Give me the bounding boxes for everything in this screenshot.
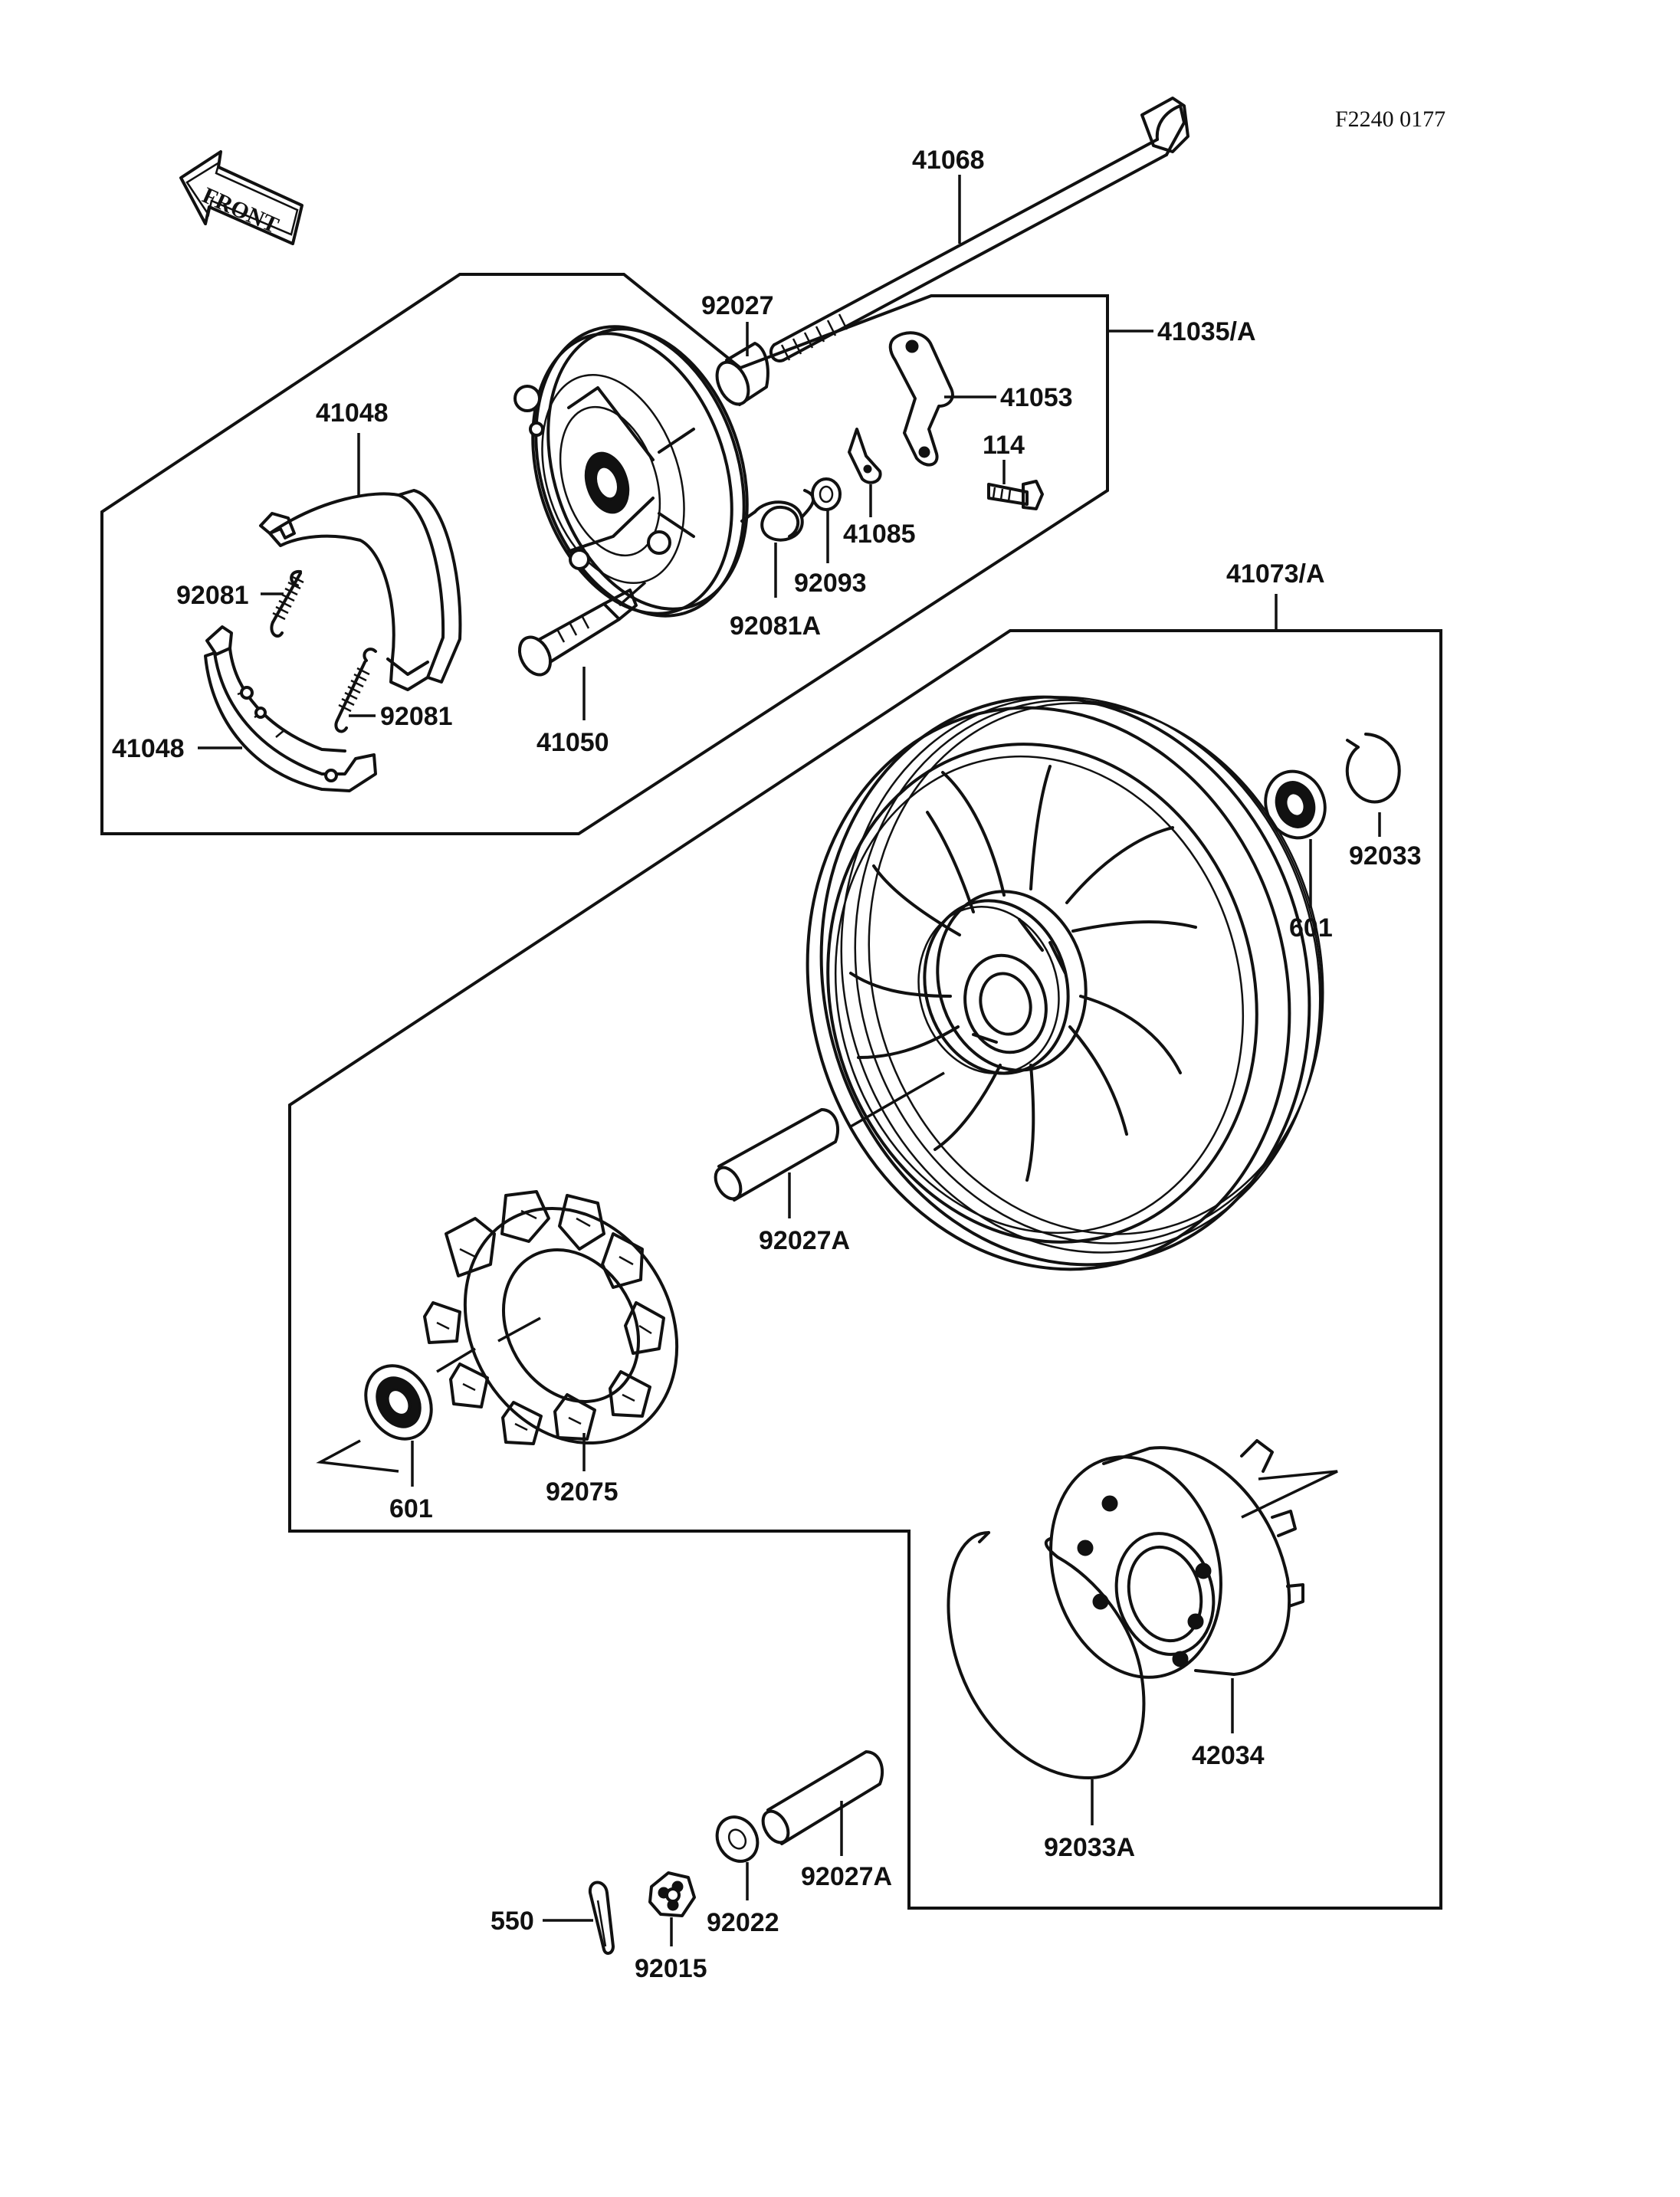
wear-indicator-41085 bbox=[848, 428, 882, 484]
label-92093: 92093 bbox=[794, 569, 867, 598]
label-41035A: 41035/A bbox=[1157, 317, 1256, 346]
wheel-damper-92075 bbox=[423, 1190, 679, 1445]
label-41085: 41085 bbox=[843, 520, 916, 549]
washer-92022 bbox=[715, 1815, 760, 1863]
brake-lever-41053 bbox=[888, 331, 954, 467]
castle-nut-92015 bbox=[648, 1871, 696, 1917]
washer-92093 bbox=[811, 477, 842, 511]
sleeve-92027A-bottom bbox=[761, 1750, 884, 1845]
brake-cam-41050 bbox=[517, 581, 647, 677]
brake-panel-41050-assembly bbox=[514, 325, 749, 618]
return-spring-92081-lower bbox=[334, 648, 377, 733]
label-41068: 41068 bbox=[912, 146, 985, 175]
label-92081-a: 92081 bbox=[176, 581, 249, 610]
cotter-pin-550 bbox=[588, 1881, 615, 1955]
label-92033: 92033 bbox=[1349, 841, 1422, 871]
label-92022: 92022 bbox=[707, 1908, 779, 1937]
label-41050: 41050 bbox=[536, 728, 609, 757]
circlip-92033A bbox=[947, 1531, 1146, 1779]
sprocket-coupling-42034 bbox=[1049, 1439, 1338, 1679]
label-601-right: 601 bbox=[1289, 913, 1333, 943]
label-41053: 41053 bbox=[1000, 383, 1073, 412]
label-92015: 92015 bbox=[635, 1954, 707, 1983]
brake-shoe-lower-41048 bbox=[204, 625, 377, 792]
label-92075: 92075 bbox=[546, 1477, 619, 1507]
label-92033A: 92033A bbox=[1044, 1833, 1135, 1862]
collar-92027 bbox=[715, 342, 769, 406]
sleeve-92027A-middle bbox=[714, 1071, 945, 1202]
label-41048-bottom: 41048 bbox=[112, 734, 185, 763]
rear-wheel-41073A bbox=[806, 695, 1324, 1271]
brake-panel-group-box bbox=[100, 273, 1109, 835]
label-41073A: 41073/A bbox=[1226, 559, 1325, 589]
return-spring-92081-upper bbox=[270, 569, 304, 638]
circlip-92033 bbox=[1345, 733, 1401, 804]
label-41048-top: 41048 bbox=[316, 398, 389, 428]
torsion-spring-92081A bbox=[740, 489, 815, 542]
label-92081A: 92081A bbox=[730, 612, 821, 641]
label-92027A-mid: 92027A bbox=[759, 1226, 850, 1255]
label-92081-b: 92081 bbox=[380, 702, 453, 731]
label-92027A-bottom: 92027A bbox=[801, 1862, 892, 1891]
bolt-114 bbox=[987, 480, 1044, 510]
diagram-code: F2240 0177 bbox=[1335, 107, 1445, 132]
label-92027: 92027 bbox=[701, 291, 774, 320]
axle-41068 bbox=[769, 97, 1189, 362]
label-114: 114 bbox=[983, 431, 1025, 460]
front-arrow-icon: FRONT bbox=[179, 150, 304, 245]
bearing-601-left bbox=[316, 1347, 476, 1473]
wheel-group-box bbox=[288, 629, 1442, 1910]
label-601-left: 601 bbox=[389, 1494, 433, 1523]
label-550: 550 bbox=[491, 1907, 534, 1936]
brake-shoe-upper-41048 bbox=[259, 489, 462, 691]
label-42034: 42034 bbox=[1192, 1741, 1265, 1770]
bearing-601-right bbox=[1264, 769, 1327, 840]
